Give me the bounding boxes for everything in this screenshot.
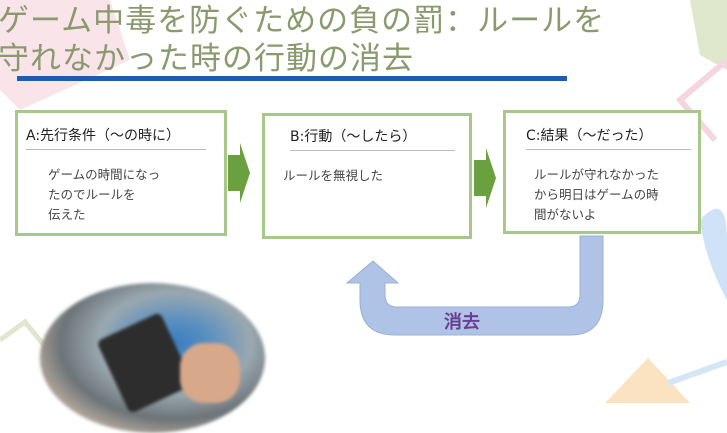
body-line: から明日はゲームの時 — [534, 187, 659, 202]
body-line: 間がないよ — [534, 207, 597, 222]
body-line: ルールが守れなかった — [534, 167, 660, 182]
title-line-1: ゲーム中毒を防ぐための負の罰：ルールを — [0, 3, 606, 39]
consequence-body: ルールが守れなかった から明日はゲームの時 間がないよ — [534, 165, 659, 225]
slide-title: ゲーム中毒を防ぐための負の罰：ルールを 守れなかった時の行動の消去 — [0, 2, 605, 78]
consequence-box: C:結果（～だった） ルールが守れなかった から明日はゲームの時 間がないよ — [503, 110, 701, 234]
antecedent-body: ゲームの時間になっ たのでルールを 伝えた — [48, 165, 160, 225]
behavior-heading: B:行動（～したら） — [290, 126, 455, 151]
title-underline — [17, 76, 567, 81]
behavior-body: ルールを無視した — [283, 166, 383, 186]
body-line: 伝えた — [48, 207, 86, 222]
behavior-box: B:行動（～したら） ルールを無視した — [262, 113, 472, 239]
antecedent-box: A:先行条件（～の時に） ゲームの時間になっ たのでルールを 伝えた — [15, 110, 227, 236]
body-line: ルールを無視した — [283, 168, 384, 183]
body-line: ゲームの時間になっ — [48, 167, 161, 182]
antecedent-heading: A:先行条件（～の時に） — [26, 125, 206, 150]
game-controller-image — [96, 311, 194, 415]
loop-label: 消去 — [444, 312, 480, 333]
arrow-right-icon — [228, 143, 250, 203]
arrow-right-icon — [474, 148, 496, 208]
child-gaming-photo — [40, 283, 265, 433]
loop-arrow-icon — [345, 235, 604, 336]
consequence-heading: C:結果（～だった） — [526, 125, 691, 150]
hand-image — [180, 343, 240, 403]
background-decoration — [0, 0, 727, 403]
body-line: たのでルールを — [48, 187, 136, 202]
title-line-2: 守れなかった時の行動の消去 — [0, 41, 414, 77]
